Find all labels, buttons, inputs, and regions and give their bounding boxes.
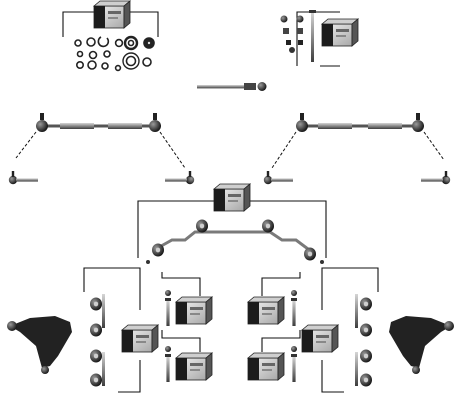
left-control-arm-set-icon: [7, 267, 213, 393]
right-control-arm-set-icon: [247, 267, 454, 393]
left-steering-linkage-icon: [8, 113, 195, 185]
stabilizer-bar-bushings-icon: [137, 183, 327, 264]
repair-kit-seals-icon: [62, 0, 159, 72]
strut-mount-bolts-icon: [280, 10, 359, 67]
right-steering-linkage-icon: [263, 113, 451, 185]
inner-tie-rod-icon: [197, 82, 267, 91]
